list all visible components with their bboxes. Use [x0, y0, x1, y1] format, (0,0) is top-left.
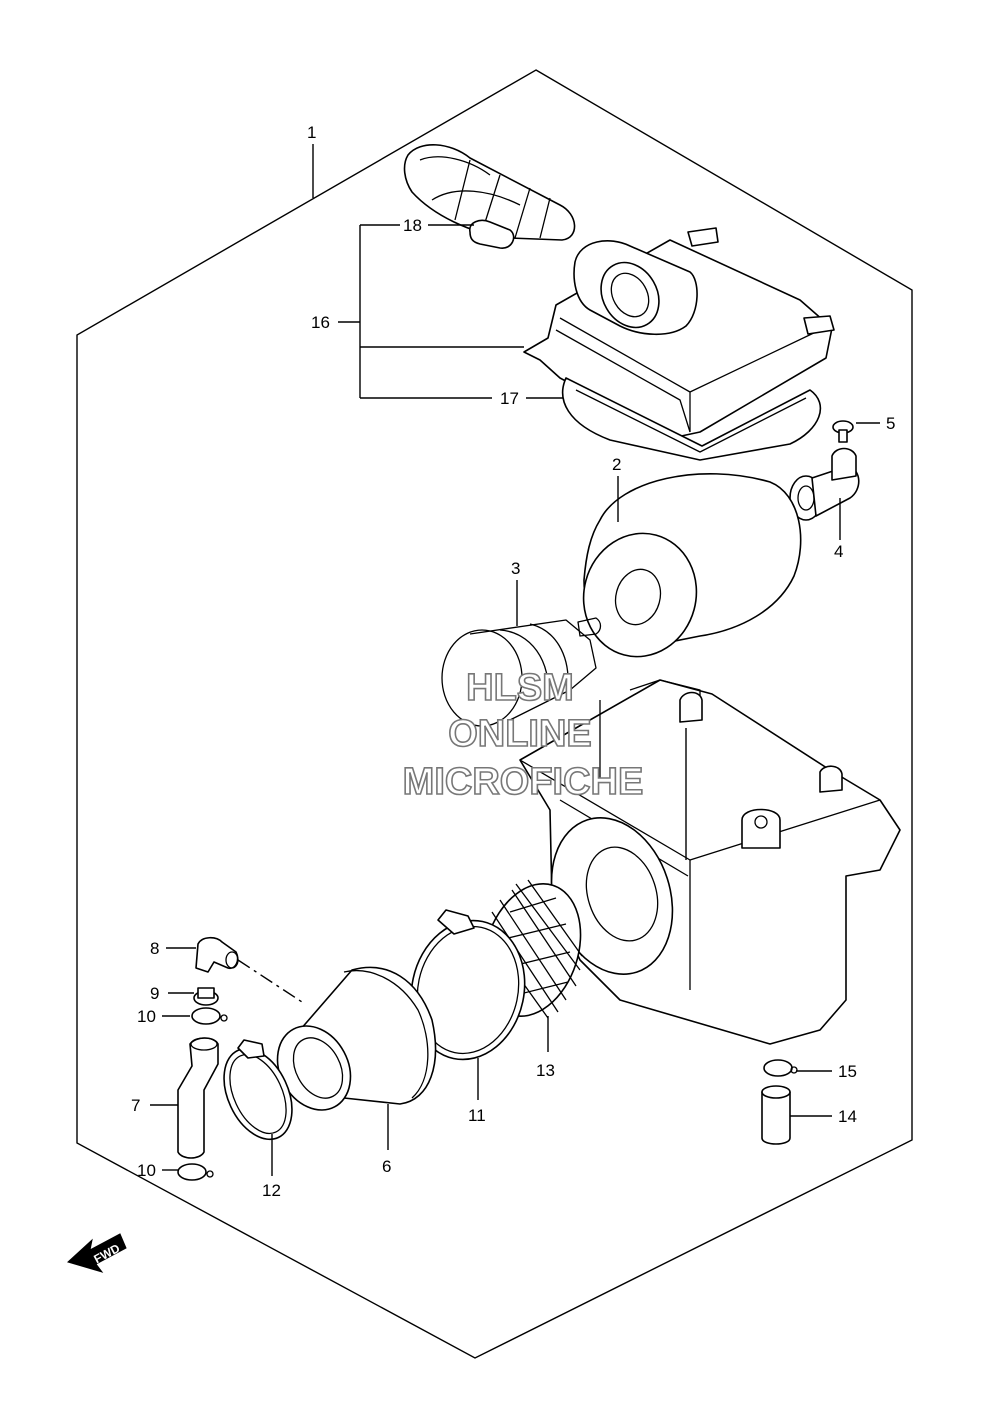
callout-1[interactable]: 1: [307, 123, 316, 142]
callout-2[interactable]: 2: [612, 455, 621, 474]
callout-5[interactable]: 5: [886, 414, 895, 433]
callout-8[interactable]: 8: [150, 939, 159, 958]
part-7-breather-hose[interactable]: [177, 1037, 219, 1159]
part-16-air-cleaner-cap[interactable]: [523, 227, 835, 439]
callout-15[interactable]: 15: [838, 1062, 857, 1081]
callout-16[interactable]: 16: [311, 313, 330, 332]
part-4-drain-plug[interactable]: [789, 447, 860, 521]
callout-11[interactable]: 11: [468, 1106, 486, 1125]
part-14-drain-tube[interactable]: [761, 1085, 791, 1145]
callout-12[interactable]: 12: [262, 1181, 281, 1200]
part-10-clip-lower[interactable]: [177, 1163, 214, 1181]
callout-10-upper[interactable]: 10: [137, 1007, 156, 1026]
part-11-clamp[interactable]: [399, 909, 538, 1070]
callout-7[interactable]: 7: [131, 1096, 140, 1115]
part-1-air-cleaner-case[interactable]: [519, 679, 901, 1045]
assembly-boundary: [76, 69, 913, 1359]
callout-10-lower[interactable]: 10: [137, 1161, 156, 1180]
callout-17[interactable]: 17: [500, 389, 519, 408]
part-5-screw[interactable]: [832, 420, 854, 443]
part-10-clip-upper[interactable]: [191, 1007, 228, 1025]
watermark-line-1: HLSM: [466, 667, 574, 709]
watermark: HLSM ONLINE MICROFICHE: [402, 666, 644, 804]
callout-9[interactable]: 9: [150, 984, 159, 1003]
callout-6[interactable]: 6: [382, 1157, 391, 1176]
callout-18[interactable]: 18: [403, 216, 422, 235]
part-12-clamp[interactable]: [211, 1038, 306, 1150]
part-3-filter-cage[interactable]: [441, 617, 602, 727]
part-8-breather-elbow[interactable]: [195, 936, 239, 973]
part-6-intake-boot[interactable]: [263, 966, 437, 1122]
part-2-filter-element[interactable]: [570, 473, 802, 670]
fwd-arrow-icon: FWD: [67, 1233, 127, 1273]
watermark-line-2: ONLINE: [448, 713, 592, 755]
part-15-clip[interactable]: [763, 1059, 798, 1077]
part-9-grommet[interactable]: [193, 987, 219, 1006]
callout-4[interactable]: 4: [834, 542, 843, 561]
callout-3[interactable]: 3: [511, 559, 520, 578]
part-18-intake-duct[interactable]: [403, 144, 576, 249]
part-17-gasket[interactable]: [561, 377, 822, 461]
callout-14[interactable]: 14: [838, 1107, 857, 1126]
watermark-line-3: MICROFICHE: [403, 761, 644, 803]
callout-13[interactable]: 13: [536, 1061, 555, 1080]
